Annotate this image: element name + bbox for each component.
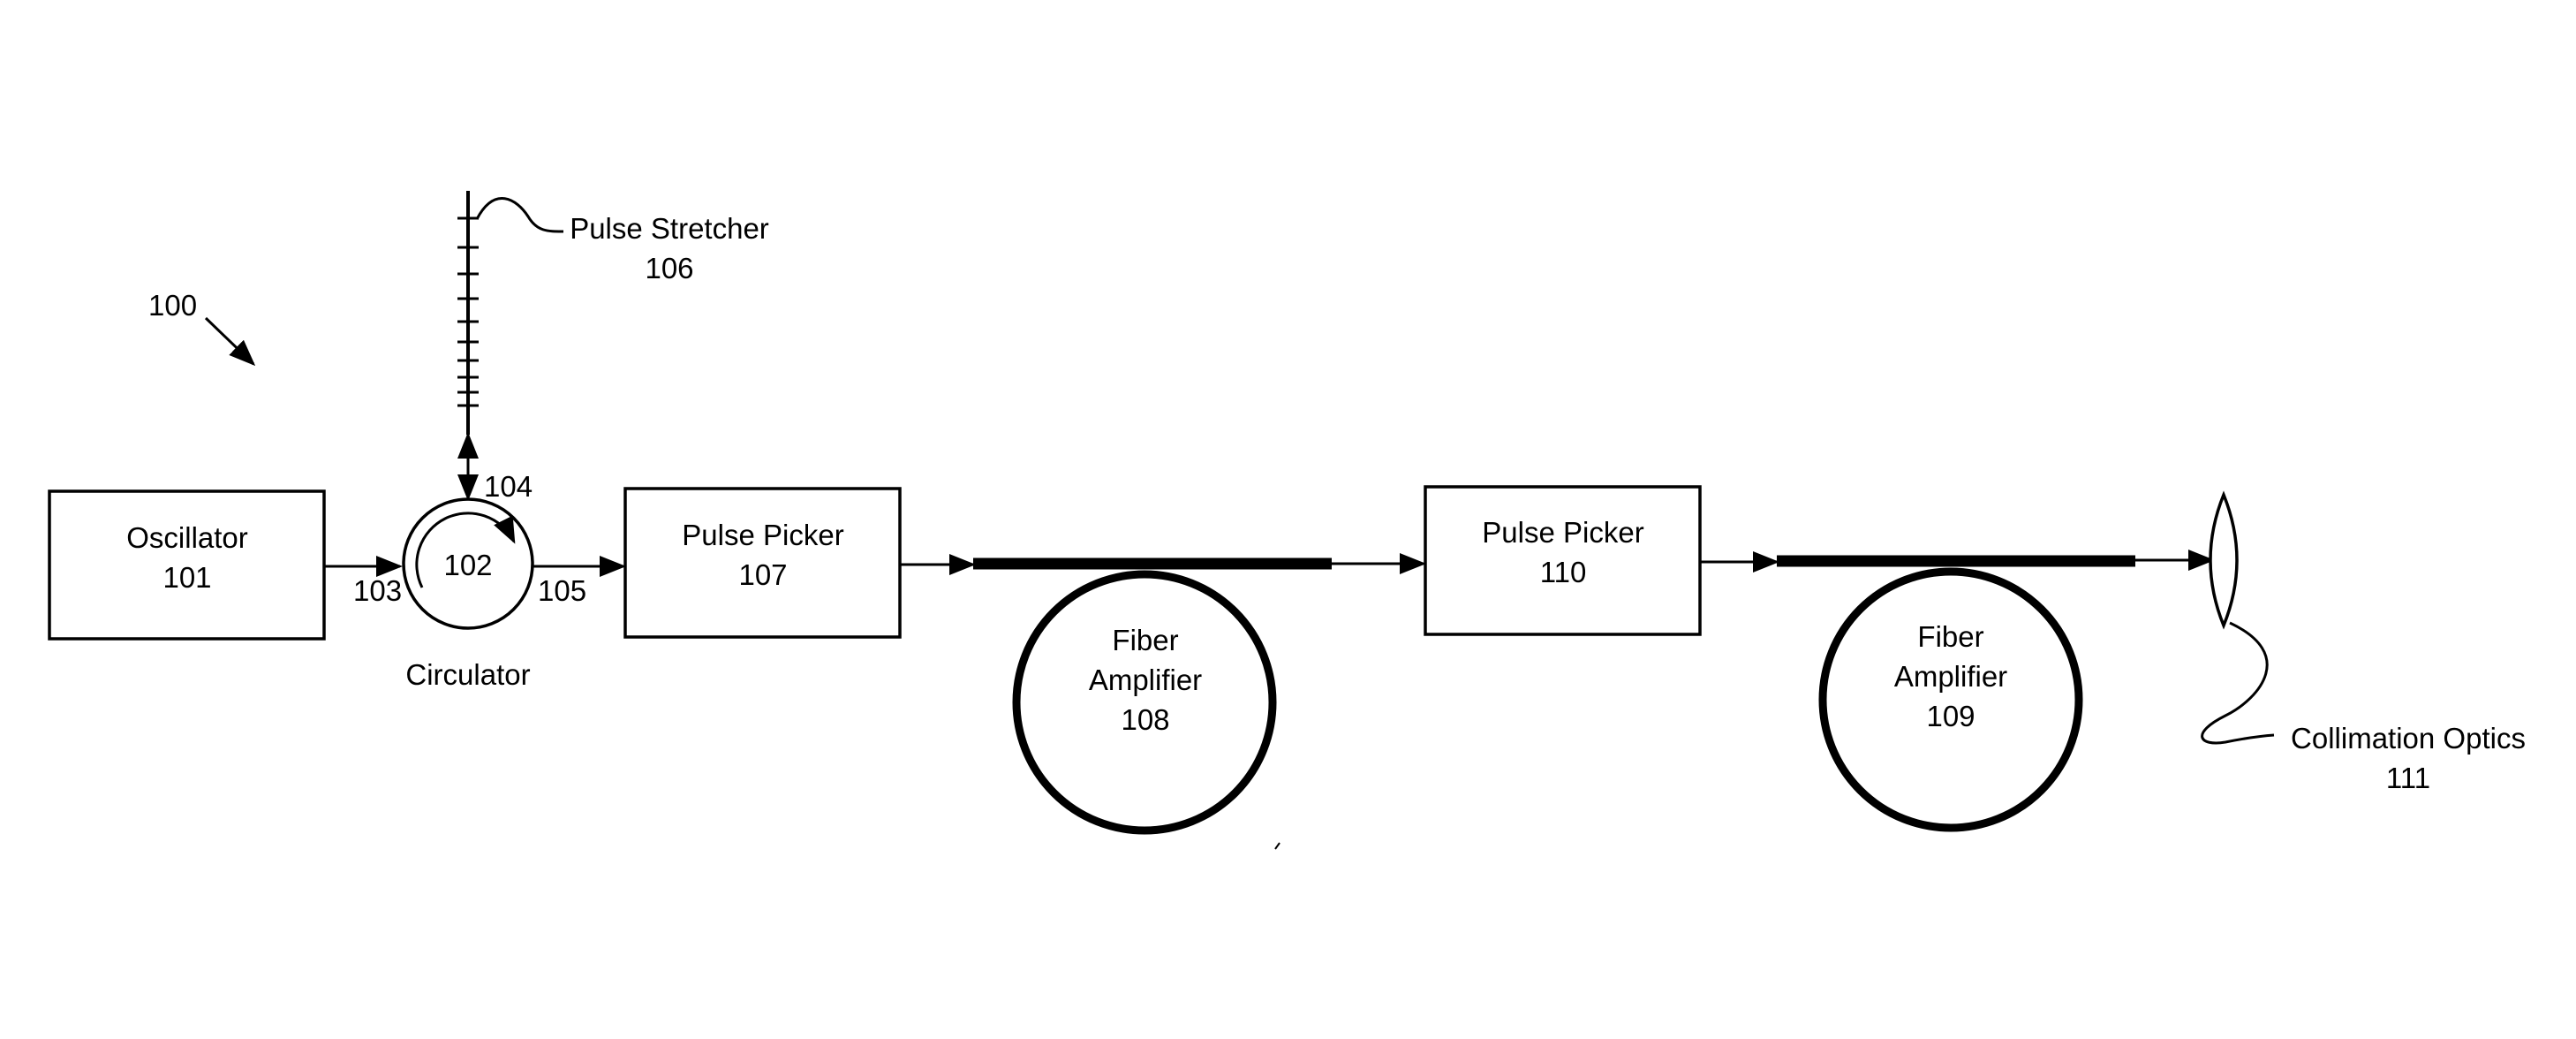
oscillator-name: Oscillator bbox=[126, 521, 248, 554]
circulator-port-out-ref: 105 bbox=[538, 574, 586, 607]
circulator-name: Circulator bbox=[405, 658, 530, 691]
collimation-lens bbox=[2209, 490, 2239, 630]
fiber-amplifier-2-line1: Fiber bbox=[1917, 620, 1983, 653]
pulse-picker-2-name: Pulse Picker bbox=[1482, 516, 1643, 549]
stray-mark bbox=[1274, 842, 1280, 850]
collimation-optics-name: Collimation Optics bbox=[2291, 722, 2526, 755]
circulator: 102 Circulator bbox=[402, 497, 534, 691]
oscillator-block: Oscillator 101 bbox=[48, 489, 326, 641]
fiber-amplifier-1-line2: Amplifier bbox=[1089, 664, 1202, 696]
fiber-amplifier-2-line2: Amplifier bbox=[1894, 660, 2007, 693]
figure-ref-arrow bbox=[204, 316, 256, 367]
pulse-picker-1-ref: 107 bbox=[738, 558, 787, 591]
pulse-picker-1-name: Pulse Picker bbox=[682, 519, 843, 551]
pulse-stretcher-leader bbox=[475, 197, 564, 233]
fiber-amplifier-1-ref: 108 bbox=[1121, 703, 1169, 736]
pulse-stretcher-grating bbox=[457, 191, 479, 435]
collimation-optics-leader bbox=[2201, 621, 2275, 745]
circulator-ref: 102 bbox=[443, 549, 492, 581]
oscillator-ref: 101 bbox=[162, 561, 211, 594]
circulator-port-in-ref: 103 bbox=[353, 574, 402, 607]
figure-ref-label: 100 bbox=[148, 289, 197, 322]
pulse-stretcher-name: Pulse Stretcher bbox=[570, 212, 769, 245]
collimation-optics-ref: 111 bbox=[2386, 762, 2430, 794]
circulator-rotation-arrow bbox=[415, 512, 516, 588]
fiber-amplifier-2: Fiber Amplifier 109 bbox=[1818, 567, 2083, 832]
fiber-amplifier-2-ref: 109 bbox=[1926, 700, 1975, 732]
pulse-picker-1-block: Pulse Picker 107 bbox=[623, 487, 902, 639]
pulse-picker-2-ref: 110 bbox=[1540, 556, 1587, 588]
fiber-amplifier-1-line1: Fiber bbox=[1112, 624, 1178, 656]
pulse-picker-2-block: Pulse Picker 110 bbox=[1424, 485, 1702, 636]
fiber-amplifier-1: Fiber Amplifier 108 bbox=[1012, 570, 1277, 835]
circulator-port-stretcher-ref: 104 bbox=[484, 470, 533, 503]
pulse-stretcher-ref: 106 bbox=[645, 252, 693, 284]
